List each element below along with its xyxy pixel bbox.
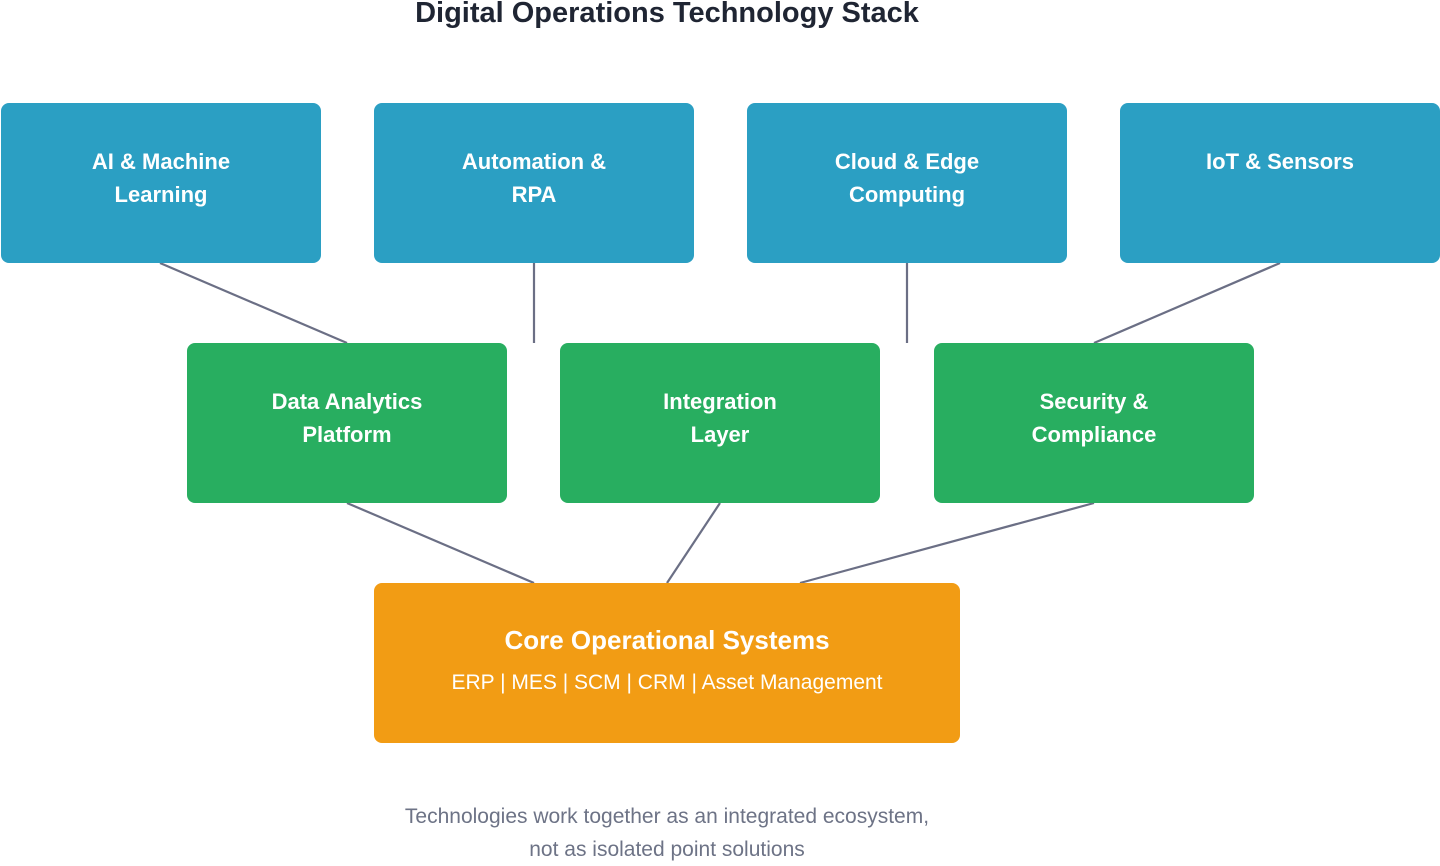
connector-data-analytics-to-core (346, 501, 535, 585)
node-label: Data Analytics Platform (271, 389, 423, 447)
node-core-operational-systems: Core Operational Systems ERP | MES | SCM… (374, 583, 960, 743)
core-title: Core Operational Systems (504, 625, 830, 655)
node-data-analytics-platform: Data Analytics Platform (187, 343, 507, 503)
core-subtitle: ERP | MES | SCM | CRM | Asset Management (451, 671, 883, 694)
node-ai-machine-learning: AI & Machine Learning (1, 103, 321, 263)
node-label: Automation & RPA (461, 149, 607, 207)
node-label: Integration Layer (663, 389, 777, 447)
node-iot-sensors: IoT & Sensors (1120, 103, 1440, 263)
caption-line-2: not as isolated point solutions (529, 838, 805, 861)
connector-security-to-core (799, 501, 1095, 585)
diagram-caption: Technologies work together as an integra… (0, 800, 1334, 866)
caption-line-1: Technologies work together as an integra… (404, 805, 930, 828)
node-integration-layer: Integration Layer (560, 343, 880, 503)
node-cloud-edge-computing: Cloud & Edge Computing (747, 103, 1067, 263)
node-label: IoT & Sensors (1206, 149, 1354, 174)
node-label: Security & Compliance (1031, 389, 1157, 447)
node-label: Cloud & Edge Computing (834, 149, 980, 207)
connector-integration-to-core (666, 502, 721, 584)
node-security-compliance: Security & Compliance (934, 343, 1254, 503)
node-label: AI & Machine Learning (91, 149, 231, 207)
connector-ai-to-data-analytics (159, 261, 348, 345)
diagram-title: Digital Operations Technology Stack (415, 0, 919, 29)
node-automation-rpa: Automation & RPA (374, 103, 694, 263)
connector-iot-to-security (1093, 261, 1281, 345)
